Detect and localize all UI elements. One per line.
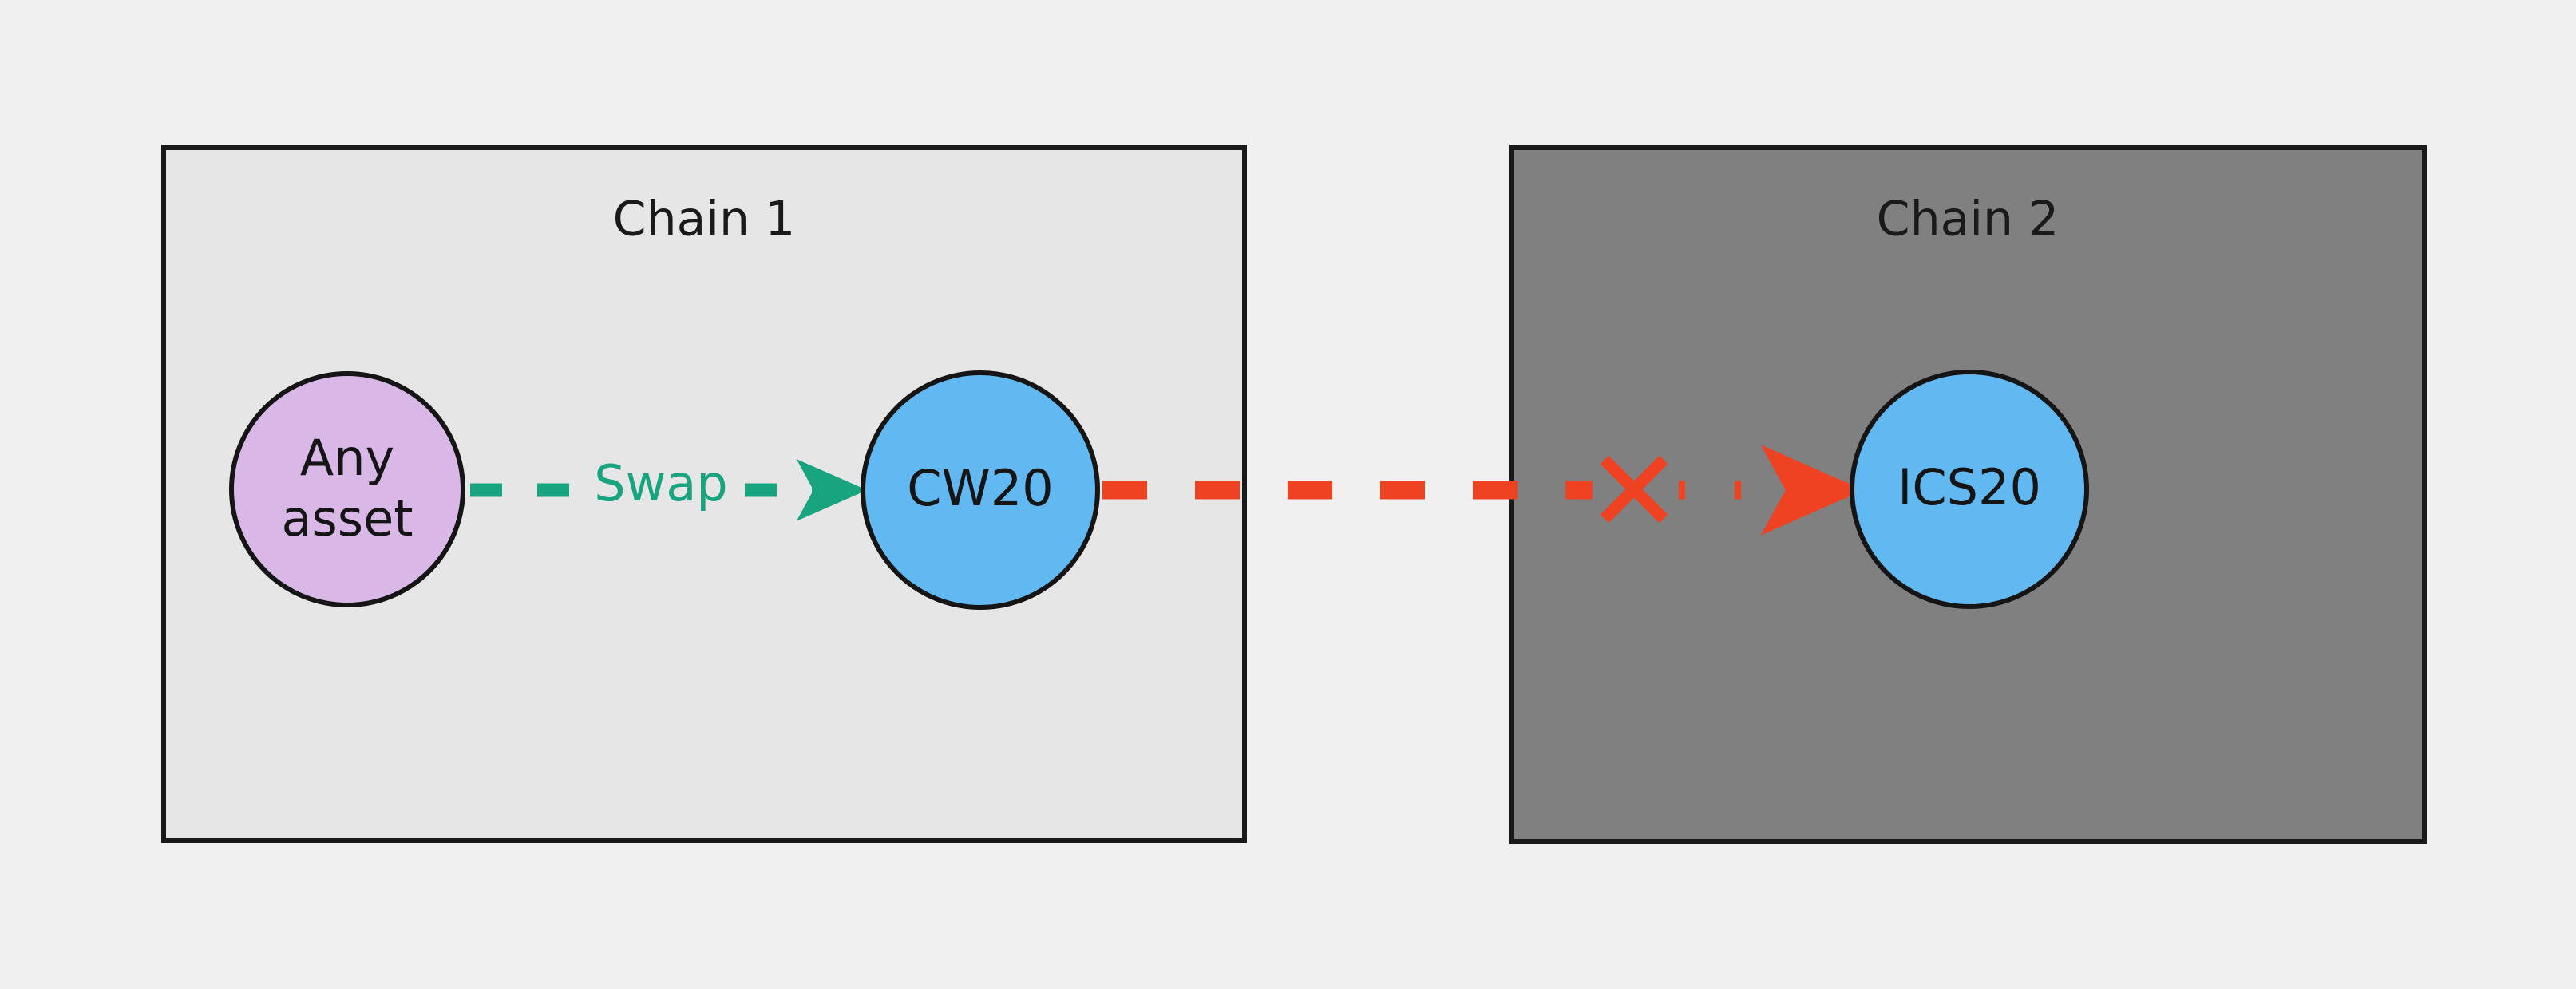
cw20-circle: [861, 370, 1100, 610]
bridge-edge[interactable]: [1102, 445, 1864, 536]
chain-1-label: Chain 1: [613, 192, 796, 247]
blocked-x-icon: [1600, 455, 1668, 524]
any-asset-label-line-1: Any: [300, 429, 394, 487]
swap-edge-label: Swap: [594, 454, 727, 512]
any-asset-circle: [229, 371, 465, 607]
cw20-label: CW20: [907, 459, 1054, 517]
node-ics20[interactable]: ICS20: [1850, 370, 2089, 609]
ics20-circle: [1850, 370, 2089, 609]
any-asset-label-line-2: asset: [281, 489, 413, 548]
chain-2-label: Chain 2: [1877, 192, 2060, 247]
swap-edge[interactable]: Swap: [470, 454, 868, 521]
node-cw20[interactable]: CW20: [861, 370, 1100, 610]
node-any-asset[interactable]: Any asset: [229, 371, 465, 607]
ics20-label: ICS20: [1897, 458, 2041, 516]
